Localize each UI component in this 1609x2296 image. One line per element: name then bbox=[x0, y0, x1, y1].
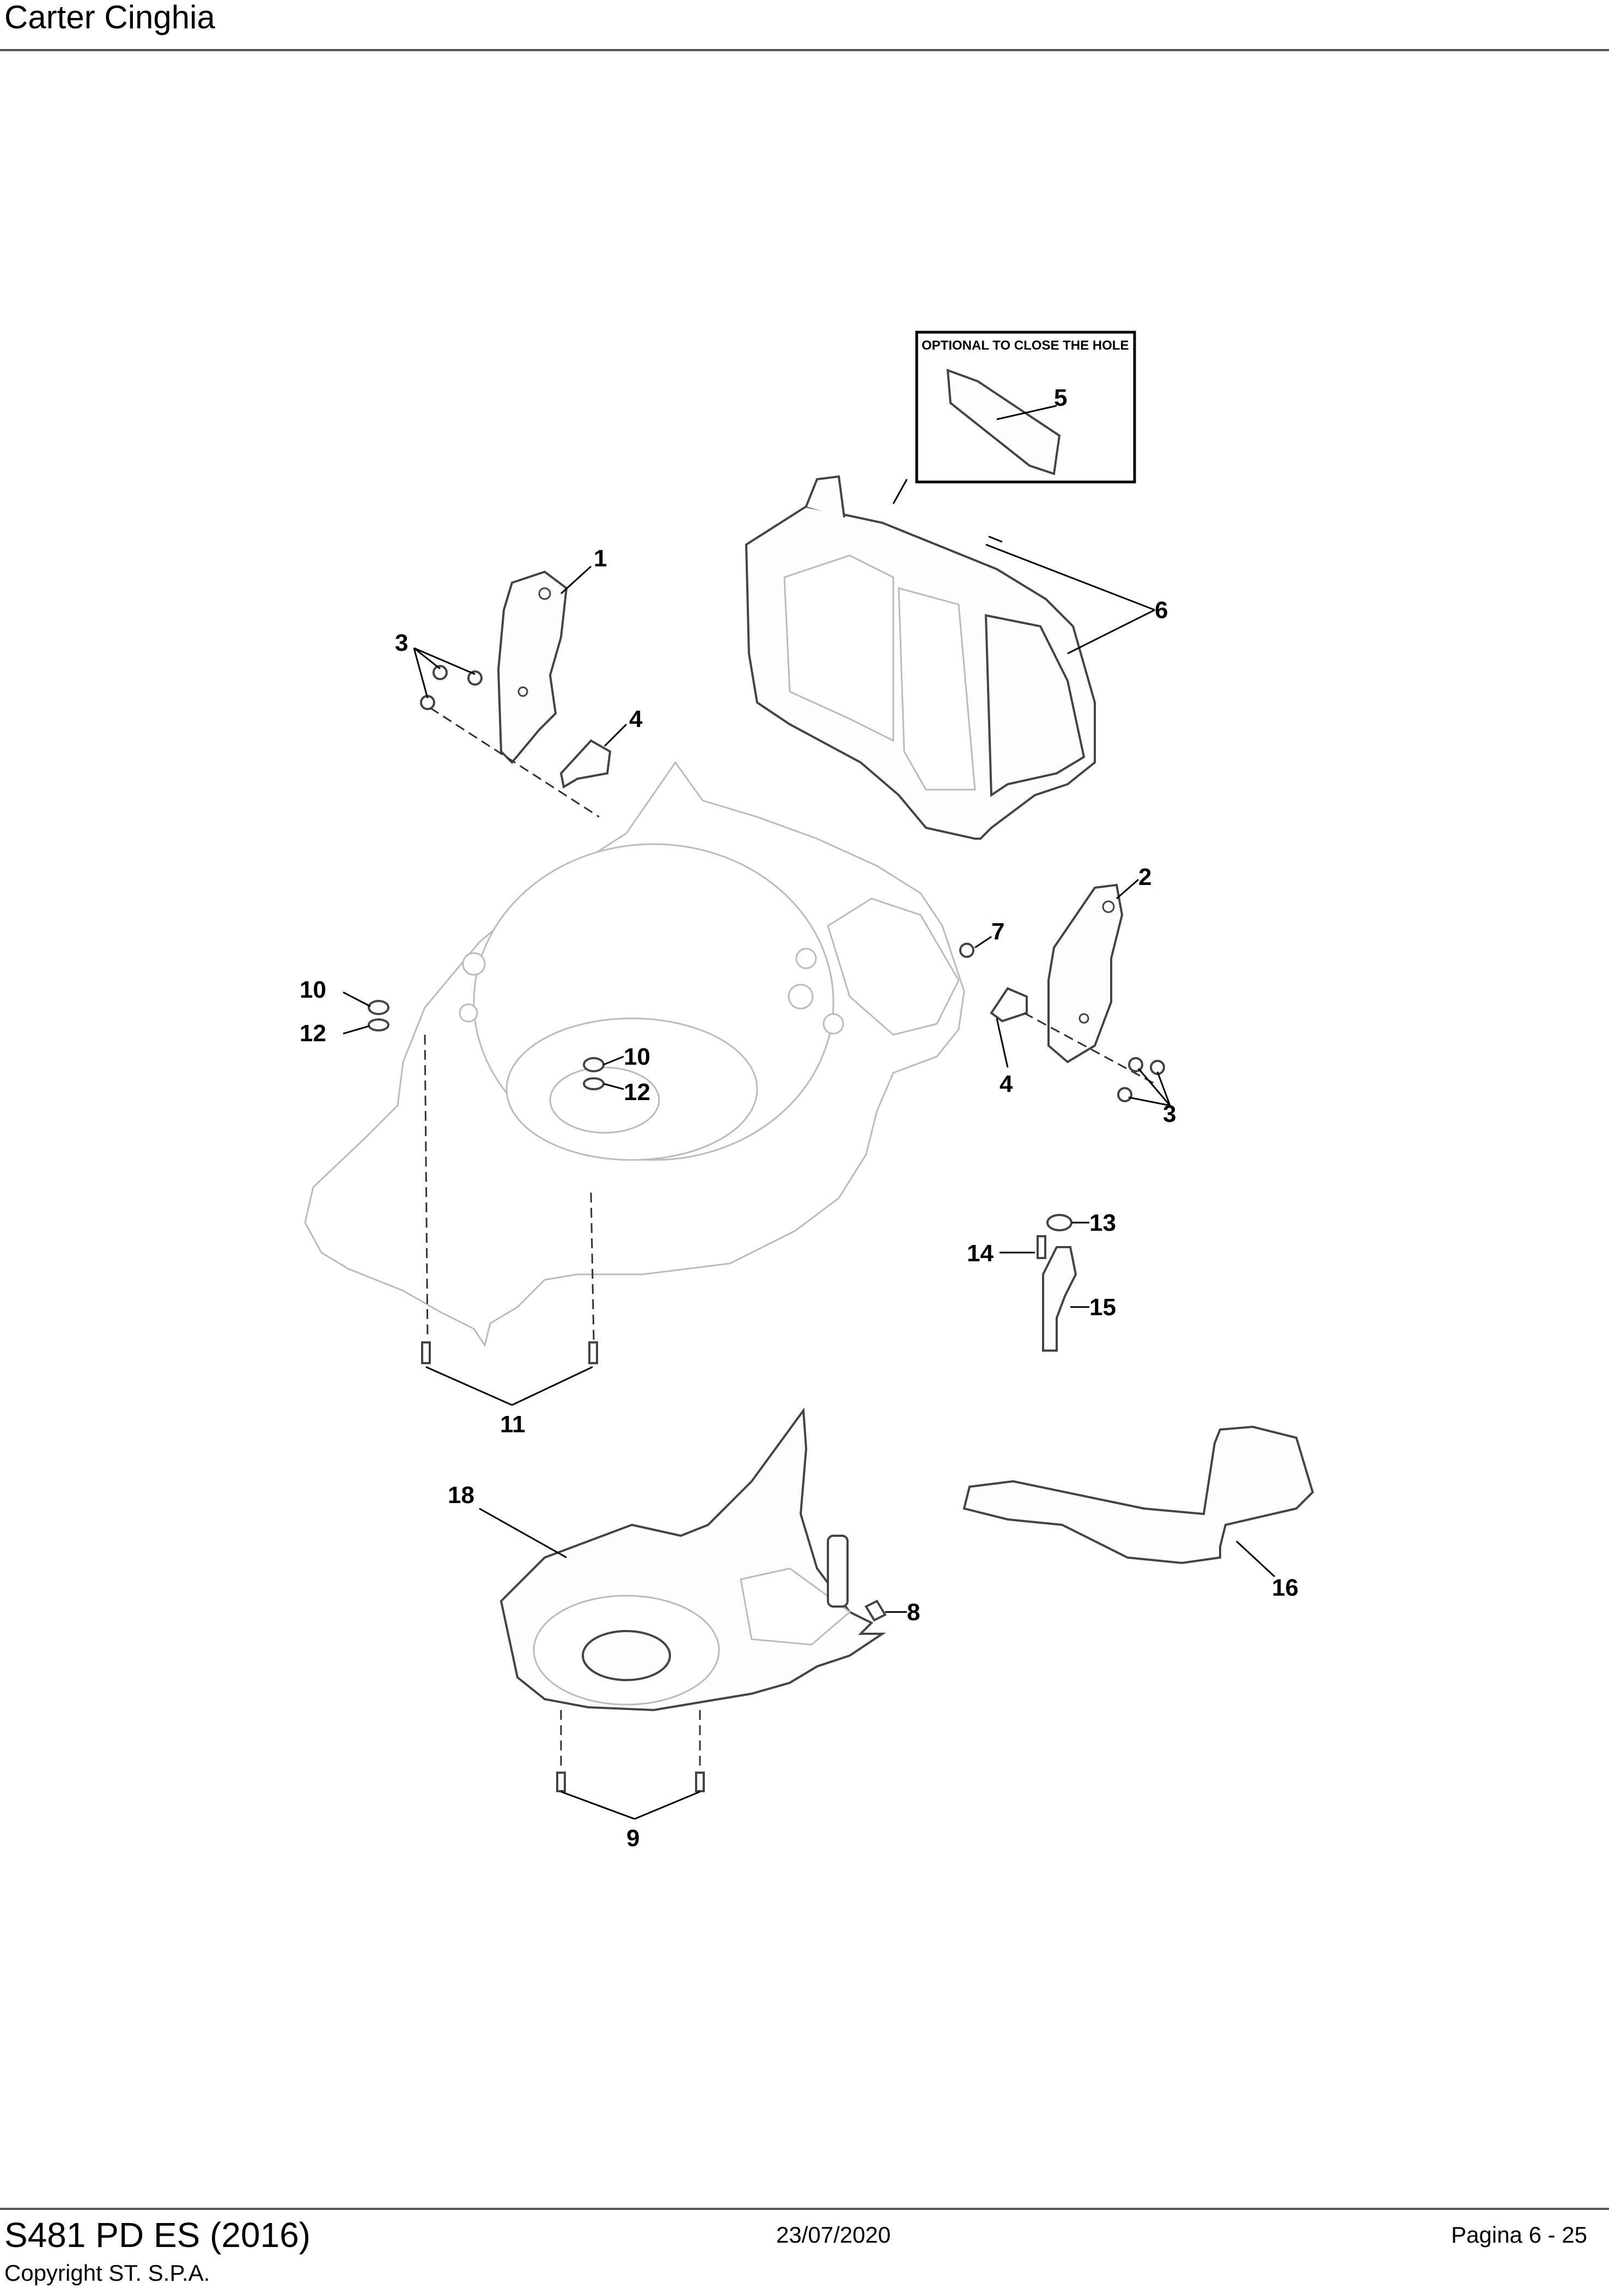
part-9-screws: 9 bbox=[556, 1710, 705, 1852]
optional-inset-box: OPTIONAL TO CLOSE THE HOLE 5 bbox=[915, 331, 1136, 484]
baffle-assembly: 18 8 bbox=[448, 1407, 920, 1712]
callout-15: 15 bbox=[1089, 1294, 1116, 1321]
callout-5: 5 bbox=[1054, 384, 1067, 411]
part-4-right-hinge: 4 bbox=[990, 987, 1028, 1097]
page-title: Carter Cinghia bbox=[4, 0, 215, 35]
part-4-left-hinge: 4 bbox=[559, 706, 643, 789]
mower-deck-housing bbox=[304, 761, 965, 1347]
callout-13: 13 bbox=[1089, 1210, 1116, 1236]
parts-13-14-15-pin: 13 14 15 bbox=[967, 1210, 1116, 1352]
part-7-screw: 7 bbox=[959, 918, 1004, 958]
callout-10-center: 10 bbox=[624, 1043, 650, 1070]
callout-6: 6 bbox=[1155, 597, 1168, 624]
part-5-cover-plate bbox=[946, 369, 1061, 475]
callout-14: 14 bbox=[967, 1240, 994, 1267]
footer-page-number: Pagina 6 - 25 bbox=[1451, 2222, 1587, 2248]
callout-9: 9 bbox=[626, 1825, 639, 1852]
callout-12-center: 12 bbox=[624, 1079, 650, 1106]
inset-label: OPTIONAL TO CLOSE THE HOLE bbox=[922, 338, 1129, 353]
callout-12-left: 12 bbox=[300, 1020, 326, 1047]
part-11-screws: 11 bbox=[421, 1034, 598, 1438]
parts-10-12-center: 10 12 bbox=[583, 1043, 650, 1106]
callout-3-left: 3 bbox=[395, 630, 408, 656]
callout-16: 16 bbox=[1272, 1574, 1299, 1601]
callout-18: 18 bbox=[448, 1482, 474, 1509]
callout-8: 8 bbox=[907, 1599, 920, 1626]
part-6-rear-chute: 6 bbox=[745, 475, 1168, 840]
part-3-screws-left: 3 bbox=[395, 630, 600, 818]
callout-11: 11 bbox=[500, 1411, 526, 1438]
part-1-left-bracket: 1 bbox=[497, 545, 607, 764]
callout-4-right: 4 bbox=[999, 1071, 1013, 1097]
callout-3-right: 3 bbox=[1163, 1101, 1176, 1127]
part-3-screws-right: 3 bbox=[1023, 1012, 1176, 1127]
footer-date: 23/07/2020 bbox=[776, 2222, 891, 2248]
part-2-right-bracket: 2 bbox=[1047, 864, 1151, 1064]
footer-divider bbox=[0, 2208, 1609, 2210]
callout-10-left: 10 bbox=[300, 976, 326, 1003]
parts-10-12-left: 10 12 bbox=[300, 976, 389, 1047]
footer-copyright: Copyright ST. S.P.A. bbox=[4, 2260, 210, 2286]
callout-4-left: 4 bbox=[629, 706, 643, 732]
footer-model: S481 PD ES (2016) bbox=[4, 2215, 311, 2255]
callout-2: 2 bbox=[1138, 864, 1151, 890]
callout-7: 7 bbox=[991, 918, 1004, 945]
header-divider bbox=[0, 49, 1609, 51]
part-16-rear-flap: 16 bbox=[962, 1425, 1314, 1601]
callout-1: 1 bbox=[594, 545, 607, 572]
